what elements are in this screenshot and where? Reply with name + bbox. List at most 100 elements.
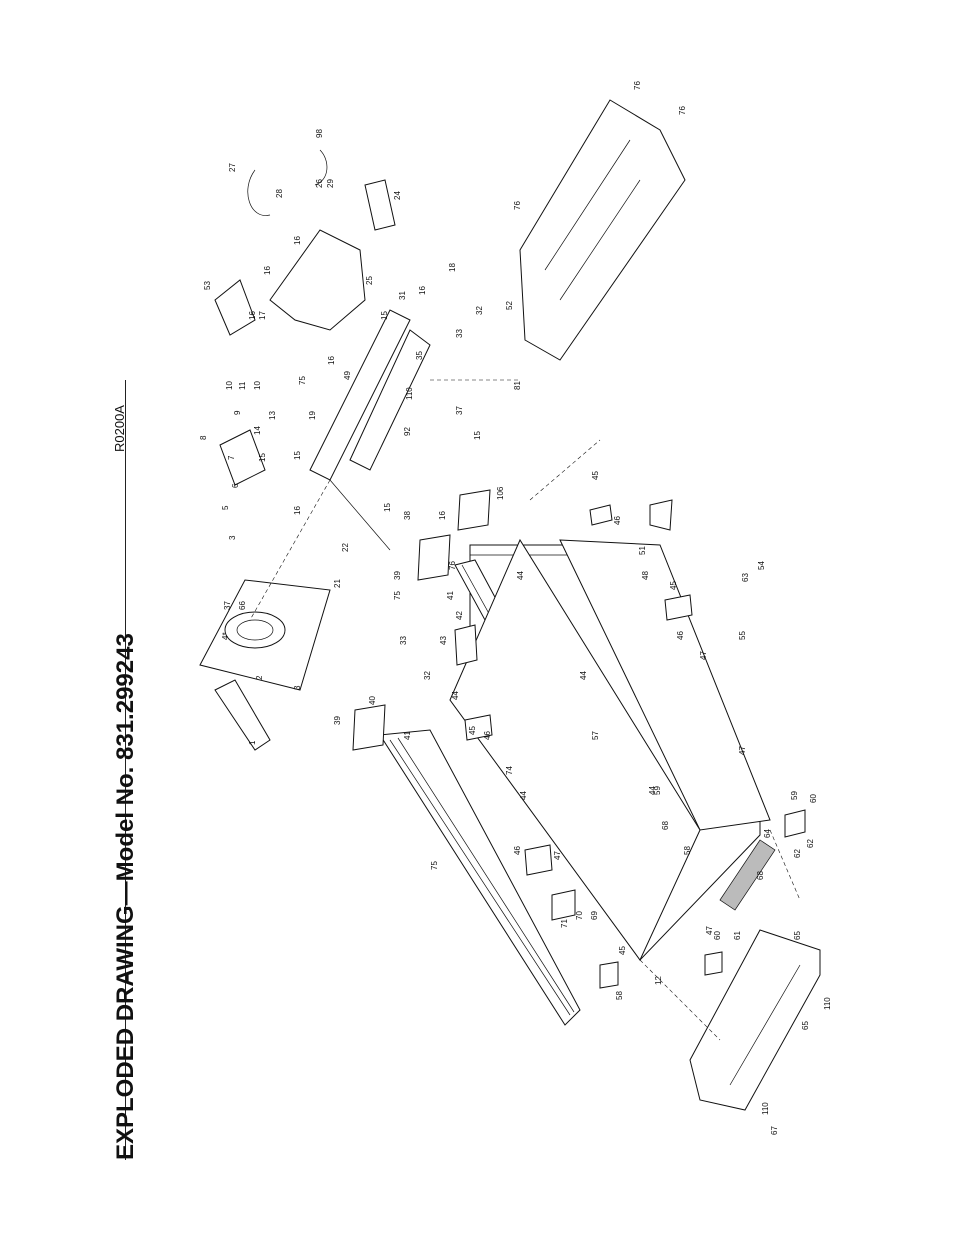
part-label: 41: [446, 591, 455, 600]
part-label: 17: [258, 311, 267, 320]
part-label: 60: [809, 794, 818, 803]
part-label: 76: [513, 201, 522, 210]
part-label: 10: [253, 381, 262, 390]
part-label: 65: [801, 1021, 810, 1030]
part-label: 110: [823, 997, 832, 1010]
part-label: 27: [228, 163, 237, 172]
part-label: 59: [790, 791, 799, 800]
drive-belt: [214, 679, 271, 751]
part-label: 81: [513, 381, 522, 390]
part-label: 3: [293, 685, 302, 690]
wire-98: [314, 149, 328, 186]
part-label: 15: [383, 503, 392, 512]
title-rule: [125, 380, 126, 1160]
part-label: 39: [333, 716, 342, 725]
part-label: 49: [343, 371, 352, 380]
part-label: 44: [648, 786, 657, 795]
part-label: 37: [455, 406, 464, 415]
part-label: 70: [575, 911, 584, 920]
part-label: 92: [403, 427, 412, 436]
part-label: 6: [231, 483, 240, 488]
part-label: 47: [699, 651, 708, 660]
part-label: 10: [225, 381, 234, 390]
foot-45a: [589, 504, 613, 526]
part-label: 76: [678, 106, 687, 115]
roller-42: [454, 624, 478, 666]
part-label: 16: [293, 236, 302, 245]
part-label: 60: [713, 931, 722, 940]
foot-49: [649, 499, 673, 531]
part-label: 13: [268, 411, 277, 420]
part-label: 15: [258, 453, 267, 462]
part-label: 32: [423, 671, 432, 680]
part-label: 3: [228, 535, 237, 540]
leader-5: [639, 959, 721, 1041]
part-label: 15: [380, 311, 389, 320]
end-cap: [689, 929, 821, 1111]
part-label: 68: [661, 821, 670, 830]
part-label: 41: [403, 731, 412, 740]
part-label: 47: [738, 746, 747, 755]
part-label: 15: [293, 451, 302, 460]
part-label: 16: [248, 311, 257, 320]
bracket-106: [457, 489, 491, 531]
part-label: 28: [275, 189, 284, 198]
part-label: 54: [757, 561, 766, 570]
part-label: 110: [405, 387, 414, 400]
part-label: 31: [398, 291, 407, 300]
part-label: 45: [618, 946, 627, 955]
part-label: 26: [315, 179, 324, 188]
foot-59: [784, 809, 806, 838]
part-label: 74: [505, 766, 514, 775]
part-label: 32: [475, 306, 484, 315]
part-label: 14: [253, 426, 262, 435]
part-label: 46: [483, 731, 492, 740]
part-label: 46: [613, 516, 622, 525]
part-label: 62: [806, 839, 815, 848]
part-label: 1: [248, 740, 257, 745]
part-label: 62: [793, 849, 802, 858]
part-label: 44: [516, 571, 525, 580]
part-label: 7: [227, 455, 236, 460]
part-label: 33: [455, 329, 464, 338]
part-label: 44: [579, 671, 588, 680]
part-label: 67: [770, 1126, 779, 1135]
bracket-70: [551, 889, 576, 921]
part-label: 58: [615, 991, 624, 1000]
part-label: 43: [439, 636, 448, 645]
part-label: 25: [365, 276, 374, 285]
part-label: 16: [293, 506, 302, 515]
part-label: 29: [326, 179, 335, 188]
part-label: 22: [341, 543, 350, 552]
part-label: 75: [430, 861, 439, 870]
part-label: 68: [756, 871, 765, 880]
part-label: 24: [393, 191, 402, 200]
power-cord: [247, 169, 271, 216]
part-label: 5: [221, 505, 230, 510]
part-label: 8: [199, 435, 208, 440]
part-label: 98: [315, 129, 324, 138]
part-label: 76: [633, 81, 642, 90]
part-label: 4*: [221, 632, 230, 640]
bracket-24: [364, 179, 396, 231]
part-label: 69: [590, 911, 599, 920]
part-label: 59: [653, 786, 662, 795]
part-label: 65: [793, 931, 802, 940]
part-label: 44: [519, 791, 528, 800]
part-label: 16: [438, 511, 447, 520]
part-label: 21: [333, 579, 342, 588]
motor-hood: [519, 99, 686, 361]
part-label: 39: [393, 571, 402, 580]
part-label: 42: [455, 611, 464, 620]
part-label: 75: [298, 376, 307, 385]
motor-assembly: [199, 579, 331, 691]
console-bracket: [269, 229, 366, 331]
part-label: 57: [591, 731, 600, 740]
part-label: 64: [763, 829, 772, 838]
part-label: 33: [399, 636, 408, 645]
part-label: 45: [591, 471, 600, 480]
foot-45d: [524, 844, 553, 876]
part-label: 75: [393, 591, 402, 600]
part-label: 11: [238, 381, 247, 390]
